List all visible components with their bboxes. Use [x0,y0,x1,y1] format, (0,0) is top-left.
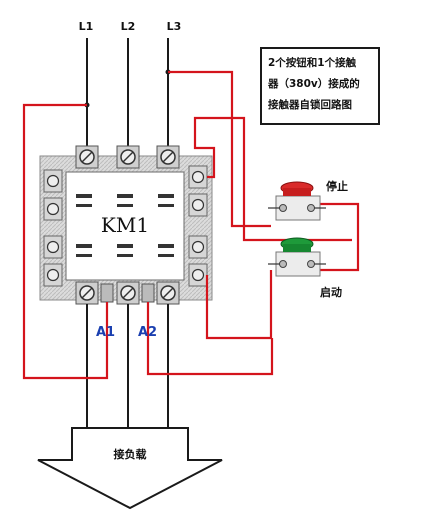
wire-start-to-aux [205,270,273,340]
contactor-km1: KM1 [39,145,213,305]
load-arrow [37,427,223,510]
phase-label-l2: L2 [121,20,136,33]
contact-slots [76,194,174,257]
right-side-terminals [188,165,208,287]
down-arrow-icon [37,427,223,510]
start-button [268,237,326,277]
coil-terminal-a2 [141,283,155,303]
title-line-3: 接触器自锁回路图 [268,98,352,111]
phase-label-l1: L1 [79,20,94,33]
start-button-label: 启动 [320,285,342,299]
stop-button [268,181,326,221]
load-label: 接负载 [114,447,147,461]
stop-button-label: 停止 [326,179,348,193]
contactor-label: KM1 [101,213,149,237]
top-terminals [75,145,180,169]
wire-stop-to-start [311,202,360,272]
load-wires [86,304,169,428]
contactor-front-plate [65,171,185,281]
coil-label-a1: A1 [96,325,115,340]
bottom-terminals [75,281,180,305]
wire-a2-return [146,302,274,376]
title-line-1: 2个按钮和1个接触 [268,56,357,69]
title-line-2: 器（380v）接成的 [267,77,360,90]
control-wiring [22,70,360,380]
coil-label-a2: A2 [138,325,157,340]
phase-supply-wires [86,38,169,150]
phase-label-l3: L3 [167,20,182,33]
coil-terminal-a1 [100,283,114,303]
wire-l3-to-stop [168,70,271,228]
left-side-terminals [43,169,63,287]
wire-aux-to-junction [193,116,352,242]
wire-l1-to-a1 [22,103,109,380]
title-box: 2个按钮和1个接触 器（380v）接成的 接触器自锁回路图 [260,47,380,125]
